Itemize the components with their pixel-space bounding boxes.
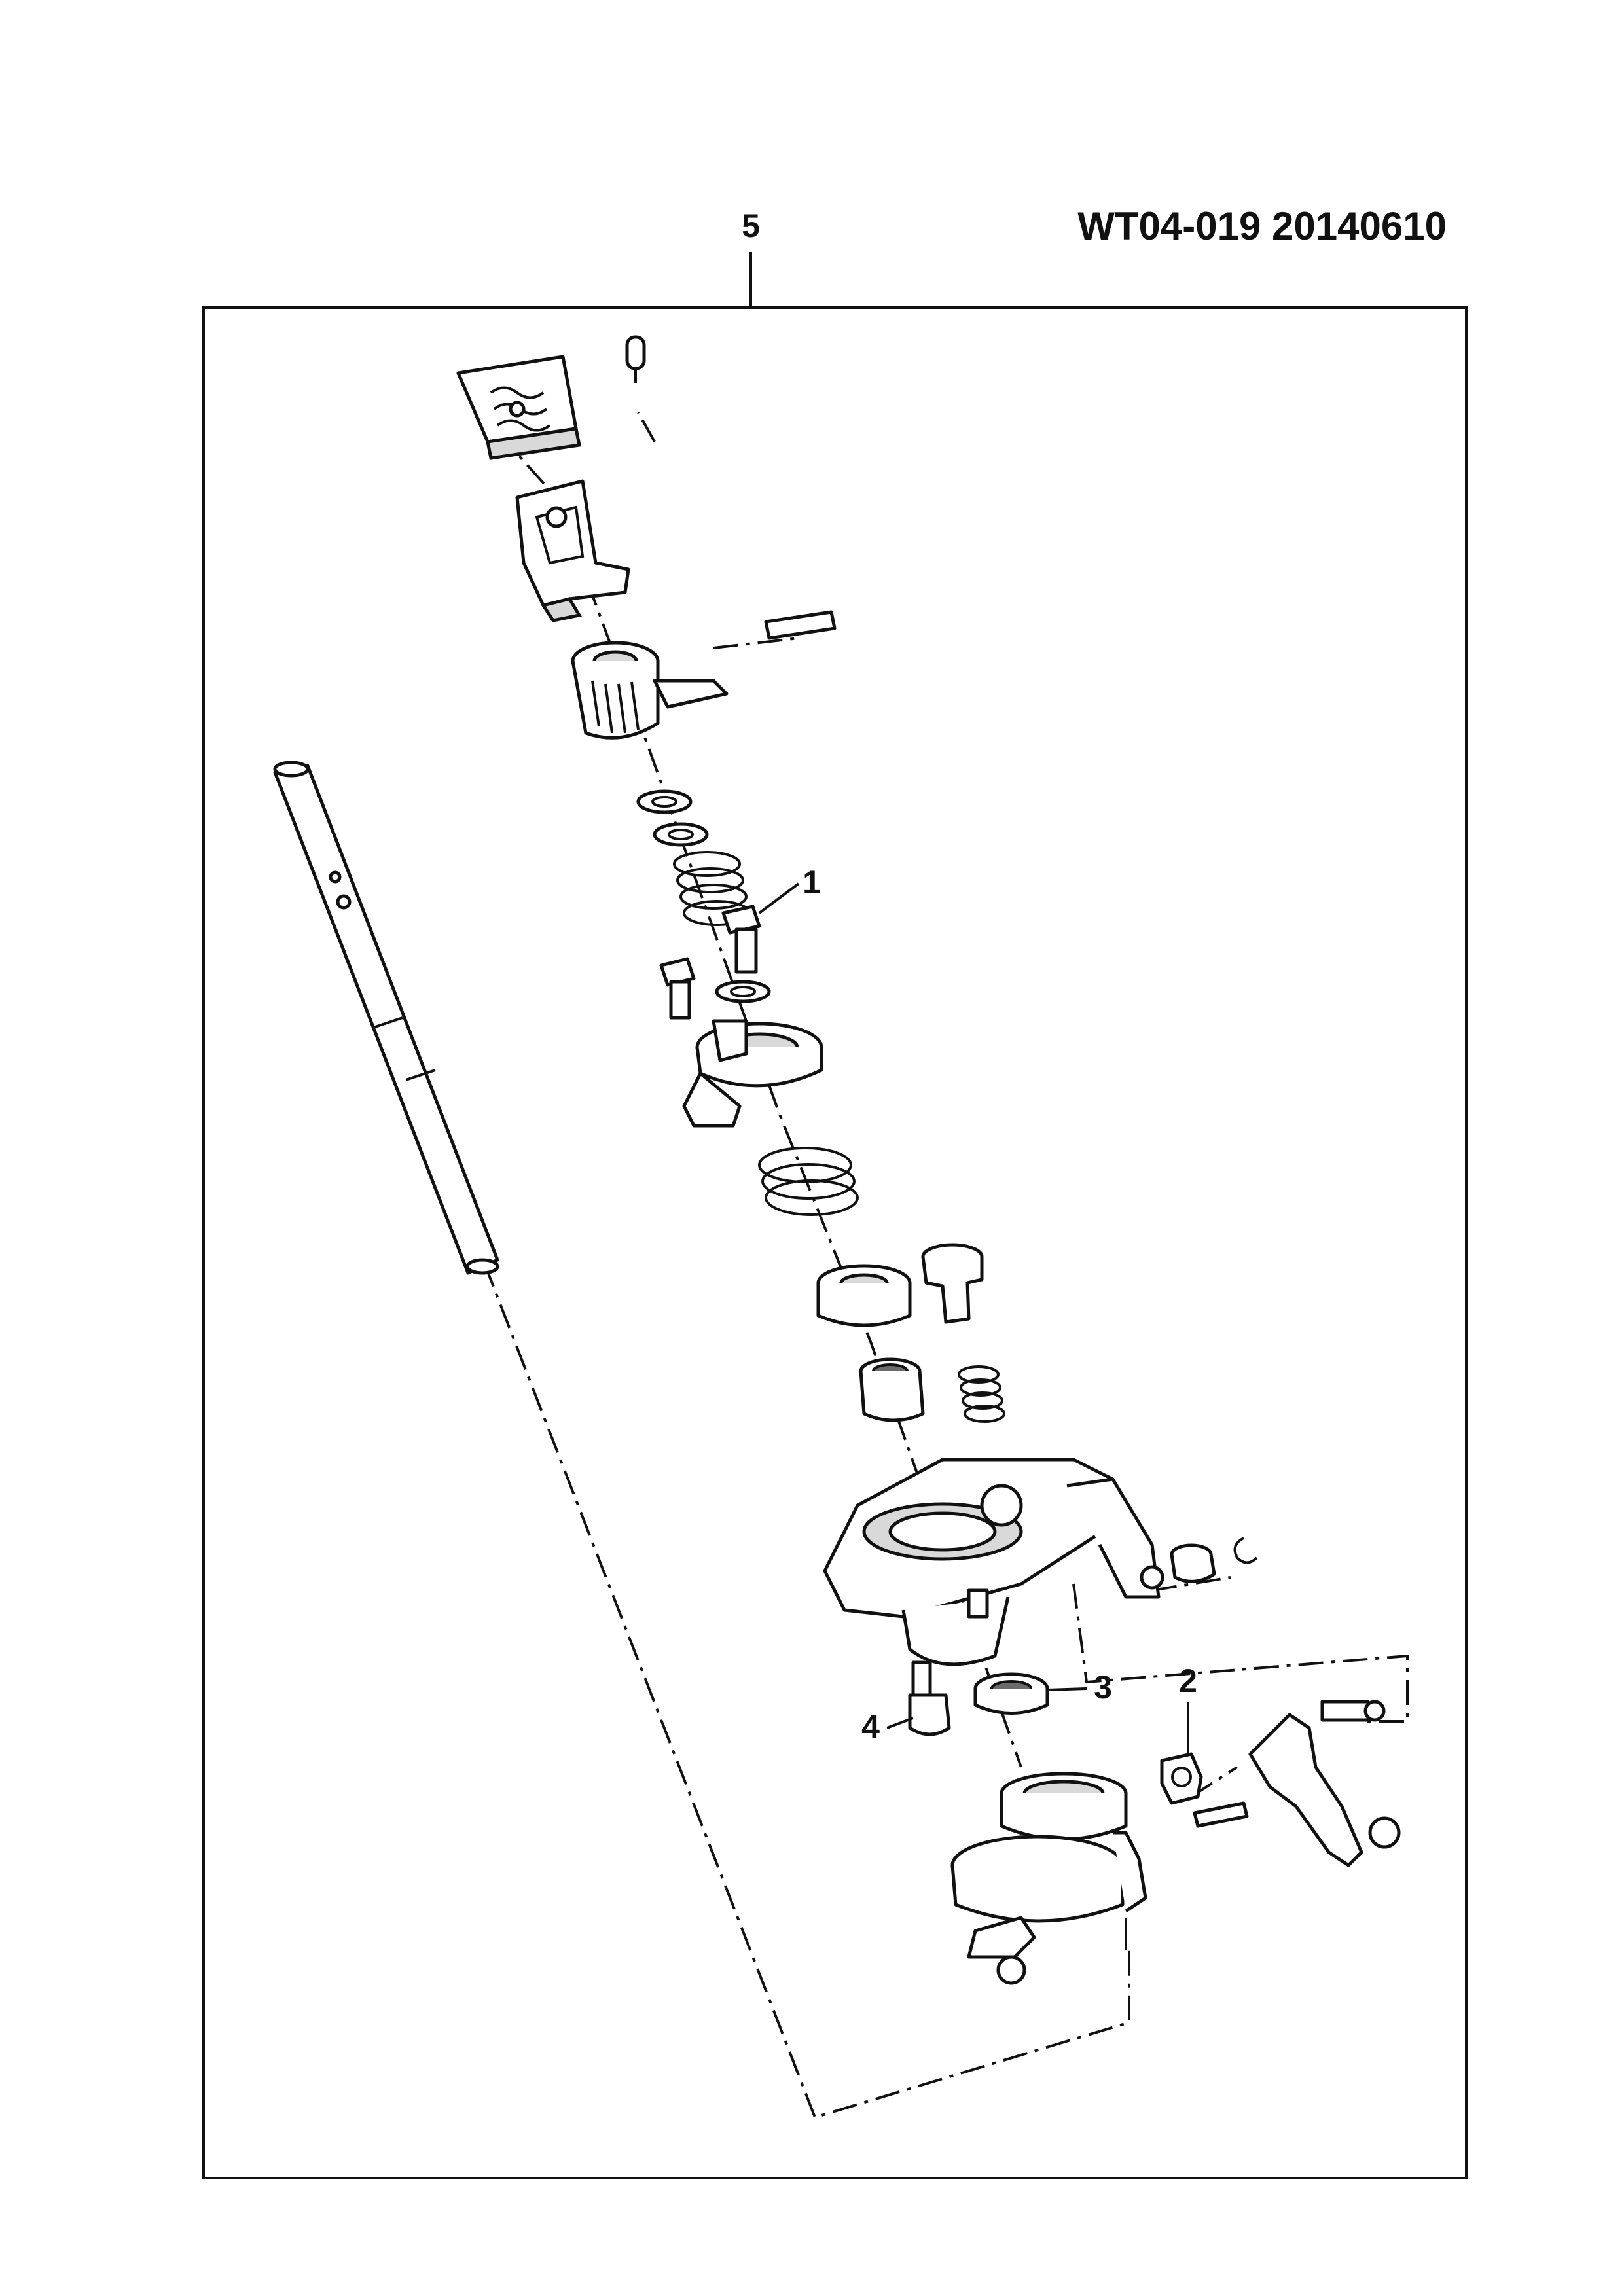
- long-shaft: [273, 761, 499, 1275]
- detent-pin-item-4: [908, 1660, 951, 1736]
- pin-center-line: [637, 412, 656, 442]
- clip-center-line: [1151, 1576, 1231, 1592]
- lever-arm: [1248, 1700, 1401, 1867]
- spline-collar: [571, 641, 729, 740]
- lower-cup: [1000, 1772, 1128, 1841]
- large-spring: [758, 1147, 859, 1216]
- callout-5: 5: [742, 207, 760, 244]
- callout-4: 4: [861, 1708, 880, 1745]
- bolt-left: [659, 957, 696, 1020]
- key-center-line: [713, 637, 799, 649]
- base-housing: [950, 1831, 1147, 1985]
- callout-1-leader: [758, 882, 800, 914]
- callout-3: 3: [1094, 1669, 1112, 1706]
- bolt-item-1: [721, 905, 761, 974]
- seal-item-3: [973, 1672, 1049, 1715]
- main-center-line: [496, 431, 1022, 1768]
- shaft-center-line: [483, 1263, 1130, 2119]
- plunger: [921, 1243, 984, 1324]
- small-pin: [625, 335, 646, 383]
- main-housing: [823, 1458, 1164, 1666]
- upper-bracket: [515, 479, 630, 622]
- bushing: [859, 1357, 925, 1422]
- washer-top-1: [636, 789, 693, 814]
- callout-1: 1: [803, 864, 821, 901]
- assembly-frame: [202, 306, 1468, 2179]
- callout-2: 2: [1179, 1662, 1197, 1699]
- washer-small: [715, 980, 771, 1003]
- sleeve-bushing: [816, 1264, 912, 1327]
- key-pin: [764, 610, 837, 640]
- washer-top-2: [653, 822, 709, 847]
- collar-pin: [1170, 1543, 1216, 1583]
- spring-block: [456, 355, 581, 460]
- nut-item-2: [1160, 1752, 1203, 1805]
- callout-4-leader: [886, 1717, 914, 1729]
- small-spring: [958, 1365, 1005, 1423]
- cam-plate: [682, 1019, 823, 1128]
- callout-3-leader: [1047, 1687, 1087, 1691]
- circlip: [1233, 1537, 1258, 1564]
- document-id: WT04-019 20140610: [1077, 204, 1447, 248]
- lever-pin: [1193, 1801, 1249, 1828]
- lever-center-line: [1072, 1583, 1409, 1723]
